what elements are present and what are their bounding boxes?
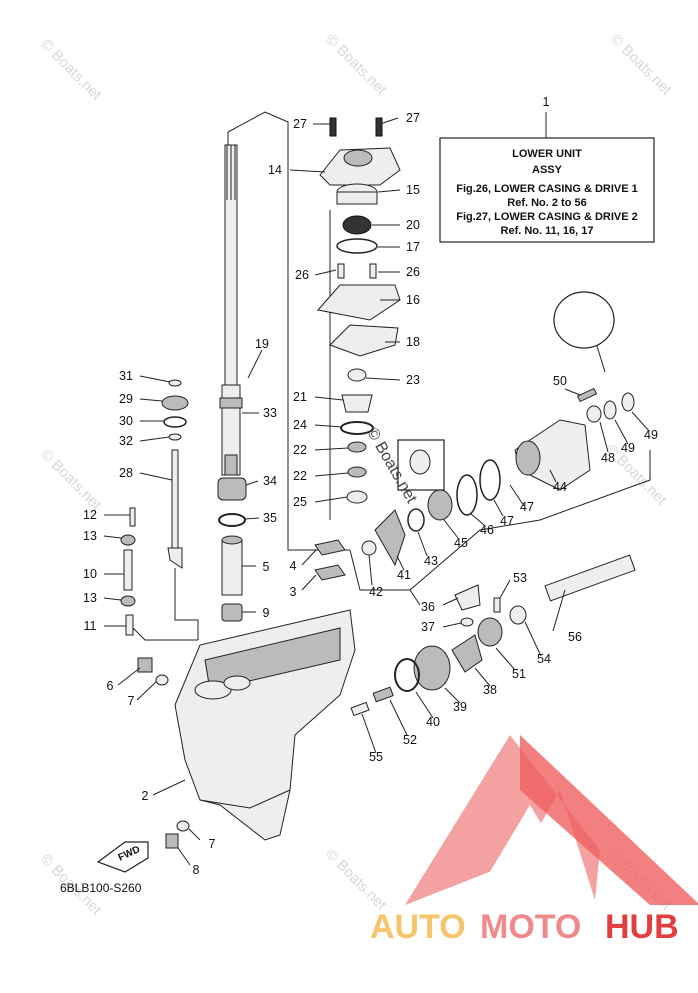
callout-49a: 49 (621, 441, 635, 455)
callout-38: 38 (483, 683, 497, 697)
diagram-code: 6BLB100-S260 (60, 881, 142, 895)
callout-33: 33 (263, 406, 277, 420)
callout-25: 25 (293, 495, 307, 509)
shift-rod-parts (120, 379, 190, 849)
callout-21: 21 (293, 390, 307, 404)
note-line-3: Fig.27, LOWER CASING & DRIVE 2 (456, 211, 638, 223)
callout-31: 31 (119, 369, 133, 383)
callout-51: 51 (512, 667, 526, 681)
brand-part-2: MOTO (480, 908, 581, 946)
callout-19: 19 (255, 337, 269, 351)
callout-41: 41 (397, 568, 411, 582)
note-line-4: Ref. No. 11, 16, 17 (501, 225, 594, 237)
callout-13b: 13 (83, 591, 97, 605)
callout-2: 2 (142, 789, 149, 803)
callout-45: 45 (454, 536, 468, 550)
callout-54: 54 (537, 652, 551, 666)
callout-13a: 13 (83, 529, 97, 543)
callout-9: 9 (263, 606, 270, 620)
callout-44: 44 (553, 480, 567, 494)
note-line-1: Fig.26, LOWER CASING & DRIVE 1 (456, 183, 638, 195)
watermark-text: © Boats.net (322, 31, 390, 99)
callout-35: 35 (263, 511, 277, 525)
callout-36: 36 (421, 600, 435, 614)
leader-lines (103, 117, 650, 866)
watermark-text: © Boats.net (607, 31, 675, 99)
callout-18: 18 (406, 335, 420, 349)
callout-10: 10 (83, 567, 97, 581)
watermark-text: © Boats.net (322, 846, 390, 914)
callout-55: 55 (369, 750, 383, 764)
callout-42: 42 (369, 585, 383, 599)
callout-7a: 7 (128, 694, 135, 708)
callout-37: 37 (421, 620, 435, 634)
callout-26b: 26 (406, 265, 420, 279)
callout-7b: 7 (209, 837, 216, 851)
callout-6: 6 (107, 679, 114, 693)
fwd-arrow: FWD (96, 841, 149, 873)
note-box: LOWER UNIT ASSY Fig.26, LOWER CASING & D… (439, 112, 655, 243)
gear-and-shaft-parts (340, 291, 636, 717)
note-title: LOWER UNIT (512, 148, 582, 160)
callout-22a: 22 (293, 443, 307, 457)
callout-22b: 22 (293, 469, 307, 483)
callout-32: 32 (119, 434, 133, 448)
callout-53: 53 (513, 571, 527, 585)
callout-5: 5 (263, 560, 270, 574)
callout-11: 11 (84, 619, 97, 633)
callout-15: 15 (406, 183, 420, 197)
watermark-text: © Boats.net (37, 36, 105, 104)
callout-43: 43 (424, 554, 438, 568)
bearings-and-sleeves (217, 477, 346, 622)
callout-46: 46 (480, 523, 494, 537)
callout-30: 30 (119, 414, 133, 428)
callout-47a: 47 (500, 514, 514, 528)
callout-40: 40 (426, 715, 440, 729)
brand-part-1: AUTO (370, 908, 466, 946)
callout-12: 12 (83, 508, 97, 522)
callout-49b: 49 (644, 428, 658, 442)
callout-27a: 27 (293, 117, 307, 131)
callout-28: 28 (119, 466, 133, 480)
callout-50: 50 (553, 374, 567, 388)
assembly-lines (129, 111, 651, 641)
callout-1: 1 (543, 95, 550, 109)
callout-52: 52 (403, 733, 417, 747)
callout-27b: 27 (406, 111, 420, 125)
callout-8: 8 (193, 863, 200, 877)
callout-16: 16 (406, 293, 420, 307)
callout-47b: 47 (520, 500, 534, 514)
callout-20: 20 (406, 218, 420, 232)
callout-29: 29 (119, 392, 133, 406)
lower-casing (174, 609, 356, 841)
note-subtitle: ASSY (532, 164, 563, 176)
callout-17: 17 (406, 240, 420, 254)
callout-39: 39 (453, 700, 467, 714)
brand-logo: AUTO MOTO HUB (370, 735, 698, 946)
callout-numbers: 1 2 3 4 5 6 7 7 8 9 10 11 12 13 13 14 15… (83, 95, 658, 877)
callout-14: 14 (268, 163, 282, 177)
callout-34: 34 (263, 474, 277, 488)
note-line-2: Ref. No. 2 to 56 (507, 197, 586, 209)
watermark-text: © Boats.net (37, 446, 105, 514)
callout-24: 24 (293, 418, 307, 432)
callout-23: 23 (406, 373, 420, 387)
water-pump-assembly (317, 117, 401, 357)
brand-part-3: HUB (605, 908, 679, 946)
callout-3: 3 (290, 585, 297, 599)
callout-4: 4 (290, 559, 297, 573)
callout-56: 56 (568, 630, 582, 644)
callout-26a: 26 (295, 268, 309, 282)
callout-48: 48 (601, 451, 615, 465)
drive-shaft (219, 144, 243, 476)
